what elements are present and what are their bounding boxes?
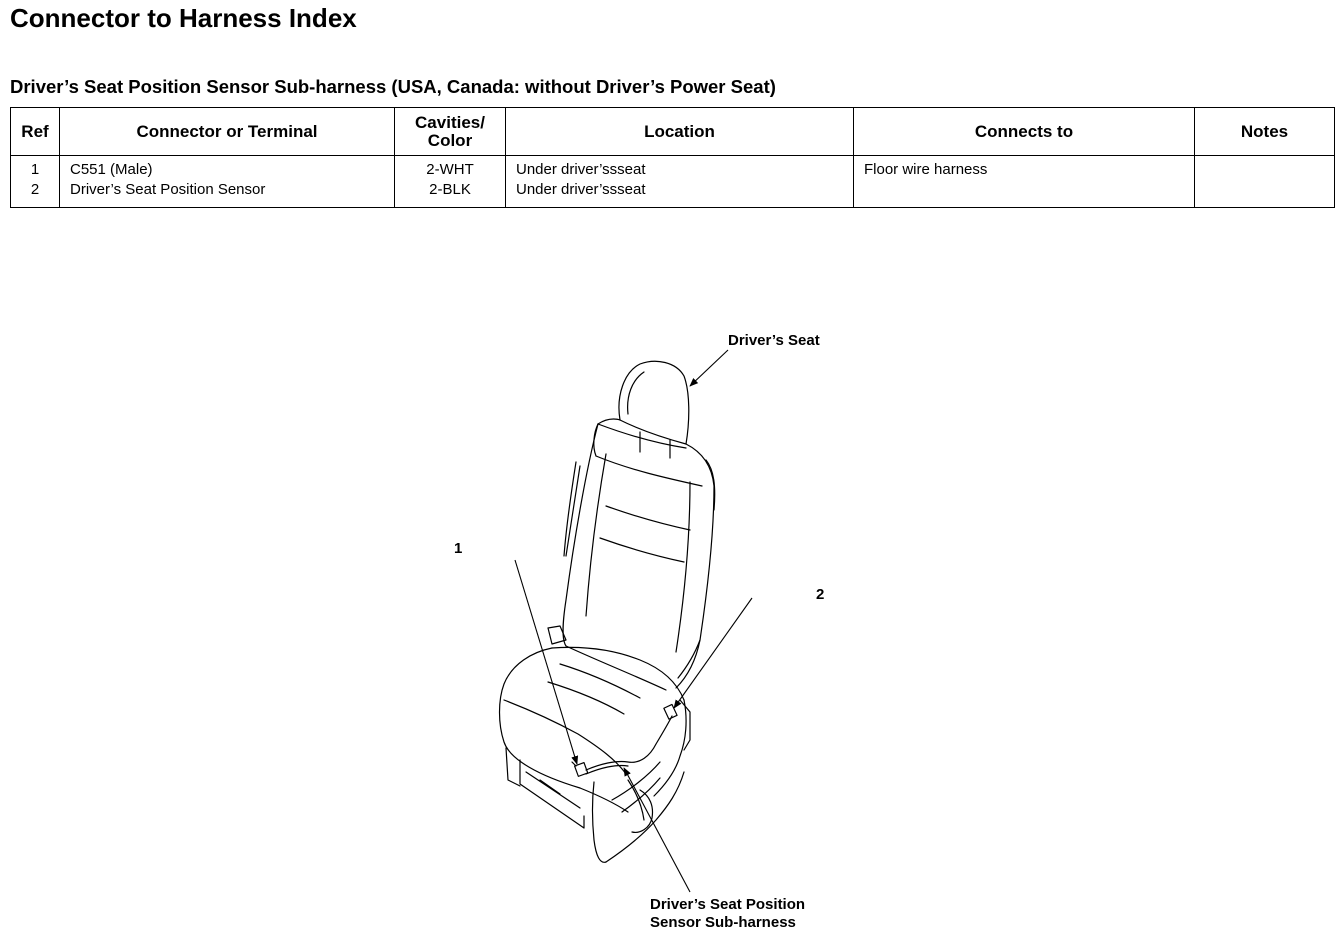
header-cavities-line1: Cavities/ bbox=[415, 112, 485, 132]
cell-cavities: 2-WHT bbox=[394, 155, 506, 181]
seat-rail-drawing bbox=[505, 747, 654, 833]
connector-index-table: Ref Connector or Terminal Cavities/ Colo… bbox=[10, 107, 1335, 208]
header-connector: Connector or Terminal bbox=[59, 107, 395, 156]
section-title: Driver’s Seat Position Sensor Sub-harnes… bbox=[10, 76, 776, 97]
cell-connects-to: Floor wire harness bbox=[853, 155, 1195, 181]
header-notes: Notes bbox=[1194, 107, 1335, 156]
leader-line-seat bbox=[689, 349, 729, 387]
cell-cavities: 2-BLK bbox=[394, 181, 506, 208]
cell-ref: 1 bbox=[10, 155, 60, 181]
label-sub-harness: Driver’s Seat Position Sensor Sub-harnes… bbox=[650, 896, 805, 932]
leader-line-ref2 bbox=[673, 597, 753, 709]
cell-location: Under driver’ssseat bbox=[505, 155, 854, 181]
header-ref: Ref bbox=[10, 107, 60, 156]
cell-notes bbox=[1194, 155, 1335, 181]
cell-connector: C551 (Male) bbox=[59, 155, 395, 181]
label-ref-1: 1 bbox=[454, 540, 463, 557]
table-row: 1 C551 (Male) 2-WHT Under driver’ssseat … bbox=[10, 155, 1335, 181]
header-connects-to: Connects to bbox=[853, 107, 1195, 156]
label-sub-harness-line2: Sensor Sub-harness bbox=[650, 914, 796, 931]
headrest-drawing bbox=[618, 360, 690, 459]
sub-harness-drawing bbox=[571, 703, 678, 777]
cell-location: Under driver’ssseat bbox=[505, 181, 854, 208]
seat-cushion-drawing bbox=[498, 625, 691, 863]
cell-ref: 2 bbox=[10, 181, 60, 208]
cell-connector: Driver’s Seat Position Sensor bbox=[59, 181, 395, 208]
seat-back-drawing bbox=[562, 418, 716, 691]
table-header-row: Ref Connector or Terminal Cavities/ Colo… bbox=[10, 107, 1335, 156]
leader-line-ref1 bbox=[514, 559, 579, 765]
header-cavities-line2: Color bbox=[427, 130, 473, 150]
label-drivers-seat: Driver’s Seat bbox=[728, 332, 820, 349]
table-row: 2 Driver’s Seat Position Sensor 2-BLK Un… bbox=[10, 181, 1335, 208]
cell-notes bbox=[1194, 181, 1335, 208]
label-ref-2: 2 bbox=[816, 586, 825, 603]
cell-connects-to bbox=[853, 181, 1195, 208]
header-cavities: Cavities/ Color bbox=[394, 107, 506, 156]
label-sub-harness-line1: Driver’s Seat Position bbox=[650, 896, 806, 913]
page-title: Connector to Harness Index bbox=[10, 3, 357, 33]
header-location: Location bbox=[505, 107, 854, 156]
leader-line-harness bbox=[623, 767, 691, 893]
